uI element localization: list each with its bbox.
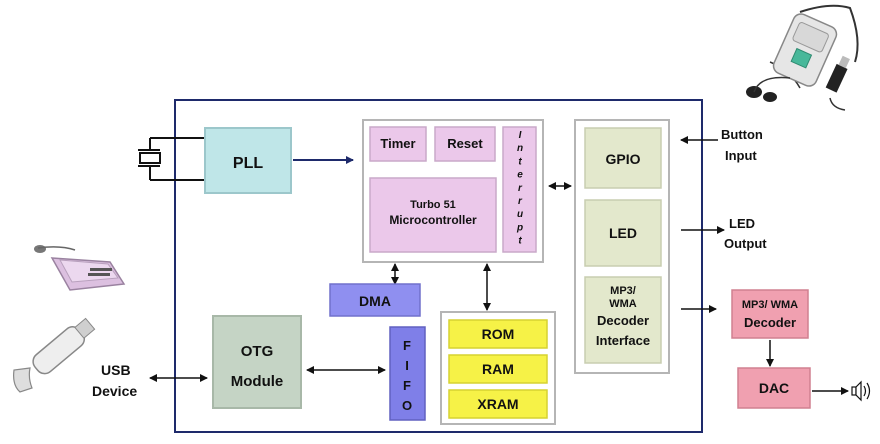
- external-decoder-label-2: Decoder: [744, 315, 796, 330]
- rom-label: ROM: [482, 326, 515, 342]
- dac-label: DAC: [759, 380, 789, 396]
- interrupt-block: [502, 126, 537, 253]
- chip-boundary: [174, 99, 703, 433]
- reset-block: [434, 126, 496, 162]
- speaker-icon: [851, 380, 871, 402]
- mp3-player-icon: [746, 4, 859, 111]
- reset-label: Reset: [447, 136, 483, 151]
- otg-label-2: Module: [231, 373, 284, 390]
- decoder-interface-label-3: Decoder: [597, 313, 649, 328]
- otg-module-block: OTG Module: [212, 315, 302, 409]
- pll-label: PLL: [233, 155, 263, 172]
- button-input-label-2: Input: [725, 148, 757, 163]
- interrupt-letter: t: [518, 156, 522, 167]
- peripheral-column: GPIO LED MP3/ WMA Decoder Interface: [574, 119, 670, 374]
- interrupt-letter: n: [517, 143, 523, 154]
- xram-label: XRAM: [477, 396, 518, 412]
- led-output-label-2: Output: [724, 236, 767, 251]
- interrupt-letter: t: [518, 236, 522, 247]
- usb-device-label-2: Device: [92, 383, 137, 399]
- timer-block: [369, 126, 427, 162]
- fifo-letter: I: [405, 358, 409, 373]
- card-reader-icon: [34, 245, 126, 291]
- interrupt-letter: p: [516, 222, 523, 233]
- led-output-label-1: LED: [729, 216, 755, 231]
- gpio-label: GPIO: [605, 151, 640, 167]
- interrupt-letter: I: [519, 130, 522, 141]
- pll-block: PLL: [204, 127, 292, 194]
- decoder-interface-label-4: Interface: [596, 333, 650, 348]
- decoder-interface-label-2: WMA: [609, 298, 637, 310]
- microcontroller-block: [369, 177, 497, 253]
- interrupt-letter: r: [518, 183, 523, 194]
- microcontroller-label-2: Microcontroller: [389, 213, 477, 227]
- ram-label: RAM: [482, 361, 514, 377]
- usb-device-label-1: USB: [101, 362, 131, 378]
- rom-block: [448, 319, 548, 349]
- external-decoder-block: MP3/ WMA Decoder: [731, 289, 809, 339]
- timer-label: Timer: [380, 136, 415, 151]
- interrupt-letter: u: [517, 209, 523, 220]
- crystal-oscillator-icon: [138, 137, 205, 181]
- decoder-interface-label-1: MP3/: [610, 285, 636, 297]
- microcontroller-group: Timer Reset Turbo 51 Microcontroller Int…: [362, 119, 544, 263]
- xram-block: [448, 389, 548, 419]
- ram-block: [448, 354, 548, 384]
- gpio-block: [584, 127, 662, 189]
- memory-group: ROM RAM XRAM: [440, 311, 556, 425]
- fifo-letter: F: [403, 338, 411, 353]
- usb-stick-icon: [13, 317, 96, 393]
- decoder-interface-block: [584, 276, 662, 364]
- led-label: LED: [609, 225, 637, 241]
- dac-block: DAC: [737, 367, 811, 409]
- fifo-letter: F: [403, 378, 411, 393]
- led-block: [584, 199, 662, 267]
- interrupt-letter: r: [518, 196, 523, 207]
- external-decoder-label-1: MP3/ WMA: [742, 299, 798, 311]
- dma-label: DMA: [359, 293, 391, 309]
- dma-block: DMA: [329, 283, 421, 317]
- microcontroller-label-1: Turbo 51: [410, 199, 456, 211]
- otg-label-1: OTG: [241, 343, 274, 360]
- fifo-letter: O: [402, 398, 412, 413]
- interrupt-letter: e: [517, 170, 523, 181]
- button-input-label-1: Button: [721, 127, 763, 142]
